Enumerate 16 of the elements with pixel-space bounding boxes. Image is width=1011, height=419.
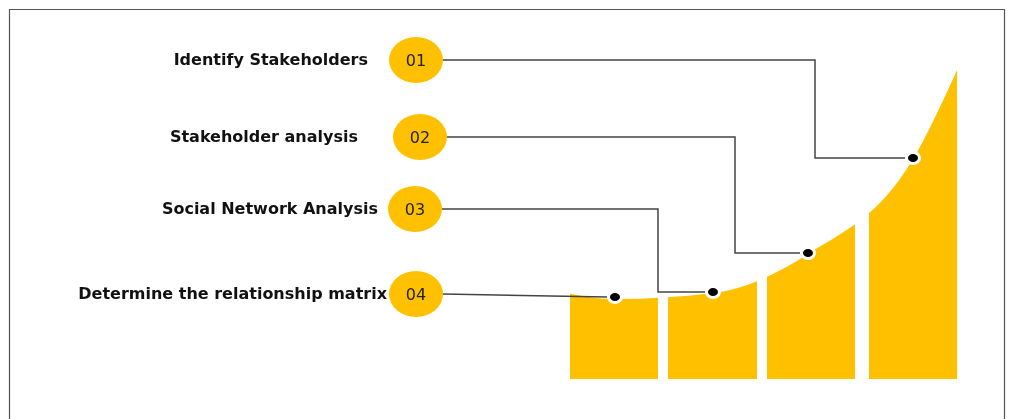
number-circle: 02 xyxy=(393,114,447,160)
step-label: Stakeholder analysis xyxy=(169,127,358,147)
step-label: Determine the relationship matrix xyxy=(78,284,387,304)
point-marker xyxy=(607,290,623,304)
step-label: Social Network Analysis xyxy=(161,199,378,219)
connector-line xyxy=(442,293,608,298)
number-circle: 03 xyxy=(388,186,442,232)
connector-line xyxy=(441,208,706,293)
point-marker xyxy=(800,246,816,260)
step-label: Identify Stakeholders xyxy=(173,50,368,70)
connector-line xyxy=(446,136,801,254)
connector-line xyxy=(442,59,906,159)
number-circle: 01 xyxy=(389,37,443,83)
point-marker xyxy=(705,285,721,299)
number-circle: 04 xyxy=(389,271,443,317)
point-marker xyxy=(905,151,921,165)
